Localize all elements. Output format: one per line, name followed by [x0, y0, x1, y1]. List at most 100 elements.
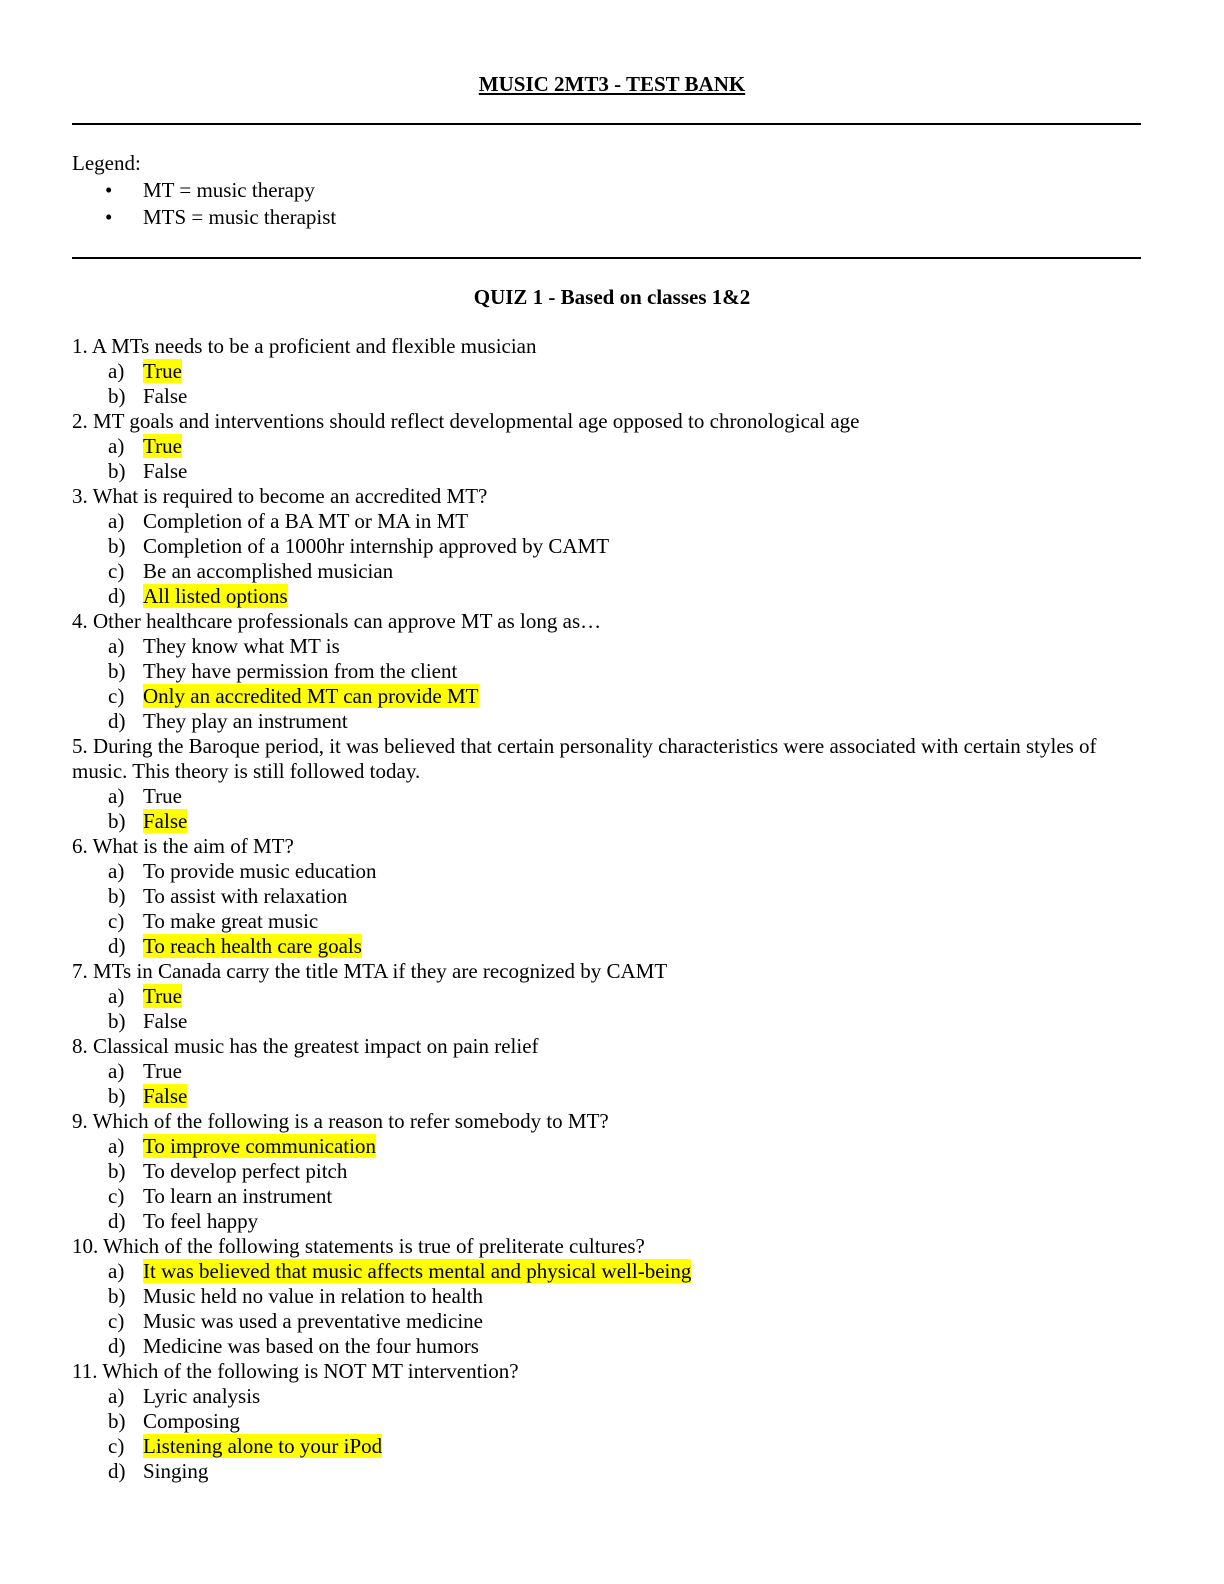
answer-option: d)To feel happy [72, 1209, 1141, 1234]
answer-option: a)True [72, 784, 1141, 809]
option-text: False [143, 1009, 188, 1033]
option-letter: a) [108, 434, 125, 458]
answer-option: c) Be an accomplished musician [72, 559, 1141, 584]
option-letter: a) [108, 509, 125, 533]
option-letter: a) [108, 1384, 125, 1408]
answer-option: d) They play an instrument [72, 709, 1141, 734]
answer-option: a)They know what MT is [72, 634, 1141, 659]
option-text: They have permission from the client [143, 659, 458, 683]
option-text: To feel happy [143, 1209, 259, 1233]
option-letter: b) [108, 1159, 126, 1183]
option-text: Completion of a BA MT or MA in MT [143, 509, 469, 533]
option-text: It was believed that music affects menta… [143, 1259, 692, 1283]
option-text: To assist with relaxation [143, 884, 348, 908]
question-text: 7. MTs in Canada carry the title MTA if … [72, 959, 668, 983]
question-text: 3. What is required to become an accredi… [72, 484, 488, 508]
option-text: To provide music education [143, 859, 377, 883]
answer-option: a) True [72, 1059, 1141, 1084]
option-text: To develop perfect pitch [143, 1159, 348, 1183]
option-letter: c) [108, 559, 125, 583]
legend-item-text: MTS = music therapist [143, 205, 337, 229]
answer-option: b) To develop perfect pitch [72, 1159, 1141, 1184]
answer-option: d)Medicine was based on the four humors [72, 1334, 1141, 1359]
option-letter: d) [108, 709, 126, 733]
answer-option-correct: c)Listening alone to your iPod [72, 1434, 1141, 1459]
question: 5. During the Baroque period, it was bel… [72, 734, 1141, 834]
option-letter: d) [108, 934, 126, 958]
option-text: All listed options [143, 584, 288, 608]
option-letter: b) [108, 459, 126, 483]
answer-option-correct: a) True [72, 434, 1141, 459]
option-text: Composing [143, 1409, 240, 1433]
question: 11. Which of the following is NOT MT int… [72, 1359, 1141, 1484]
option-letter: a) [108, 1134, 125, 1158]
answer-option: c)To learn an instrument [72, 1184, 1141, 1209]
option-text: True [143, 1059, 182, 1083]
answer-option: b)To assist with relaxation [72, 884, 1141, 909]
answer-option: a) To provide music education [72, 859, 1141, 884]
divider [72, 257, 1141, 259]
option-letter: b) [108, 809, 126, 833]
legend: Legend: • MT = music therapy • MTS = music… [72, 150, 336, 231]
answer-option: c)Music was used a preventative medicine [72, 1309, 1141, 1334]
legend-item: • MT = music therapy [72, 177, 336, 204]
answer-option: b)They have permission from the client [72, 659, 1141, 684]
question: 8. Classical music has the greatest impa… [72, 1034, 1141, 1109]
question-list: 1. A MTs needs to be a proficient and fl… [72, 334, 1141, 1484]
option-letter: b) [108, 384, 126, 408]
option-letter: a) [108, 859, 125, 883]
option-text: True [143, 359, 182, 383]
option-letter: b) [108, 1284, 126, 1308]
bullet-icon: • [105, 205, 113, 229]
question-text: 9. Which of the following is a reason to… [72, 1109, 609, 1133]
answer-option-correct: a)True [72, 984, 1141, 1009]
answer-option-correct: b)False [72, 1084, 1141, 1109]
answer-option: b)False [72, 459, 1141, 484]
answer-option: b) Music held no value in relation to hea… [72, 1284, 1141, 1309]
legend-label: Legend: [72, 151, 141, 175]
option-letter: b) [108, 1009, 126, 1033]
option-text: To make great music [143, 909, 319, 933]
option-text: They know what MT is [143, 634, 340, 658]
answer-option: c) To make great music [72, 909, 1141, 934]
document-title: MUSIC 2MT3 - TEST BANK [478, 72, 746, 96]
option-letter: d) [108, 584, 126, 608]
option-text: To reach health care goals [143, 934, 362, 958]
option-letter: a) [108, 1059, 125, 1083]
option-text: They play an instrument [143, 709, 348, 733]
option-text: Medicine was based on the four humors [143, 1334, 479, 1358]
answer-option-correct: c) Only an accredited MT can provide MT [72, 684, 1141, 709]
option-letter: a) [108, 359, 125, 383]
option-text: False [143, 384, 188, 408]
question: 9. Which of the following is a reason to… [72, 1109, 1141, 1234]
option-text: Only an accredited MT can provide MT [143, 684, 479, 708]
answer-option: d)Singing [72, 1459, 1141, 1484]
question-text: 4. Other healthcare professionals can ap… [72, 609, 602, 633]
legend-item-text: MT = music therapy [143, 178, 315, 202]
answer-option: b) False [72, 384, 1141, 409]
question-text: 2. MT goals and interventions should ref… [72, 409, 860, 433]
option-text: To improve communication [143, 1134, 376, 1158]
question-text: 11. Which of the following is NOT MT int… [72, 1359, 519, 1383]
option-letter: b) [108, 1409, 126, 1433]
option-text: Be an accomplished musician [143, 559, 394, 583]
option-text: True [143, 784, 182, 808]
option-letter: c) [108, 1184, 125, 1208]
option-text: True [143, 984, 182, 1008]
answer-option-correct: d) To reach health care goals [72, 934, 1141, 959]
option-text: Music held no value in relation to healt… [143, 1284, 483, 1308]
option-letter: d) [108, 1459, 126, 1483]
question: 3. What is required to become an accredi… [72, 484, 1141, 609]
answer-option-correct: a)It was believed that music affects men… [72, 1259, 1141, 1284]
answer-option: a) Completion of a BA MT or MA in MT [72, 509, 1141, 534]
answer-option: a)Lyric analysis [72, 1384, 1141, 1409]
option-text: True [143, 434, 182, 458]
divider [72, 123, 1141, 125]
option-text: Listening alone to your iPod [143, 1434, 383, 1458]
question: 7. MTs in Canada carry the title MTA if … [72, 959, 1141, 1034]
answer-option: b) Composing [72, 1409, 1141, 1434]
option-letter: c) [108, 684, 125, 708]
option-letter: c) [108, 909, 125, 933]
question-text: 10. Which of the following statements is… [72, 1234, 645, 1258]
bullet-icon: • [105, 178, 113, 202]
